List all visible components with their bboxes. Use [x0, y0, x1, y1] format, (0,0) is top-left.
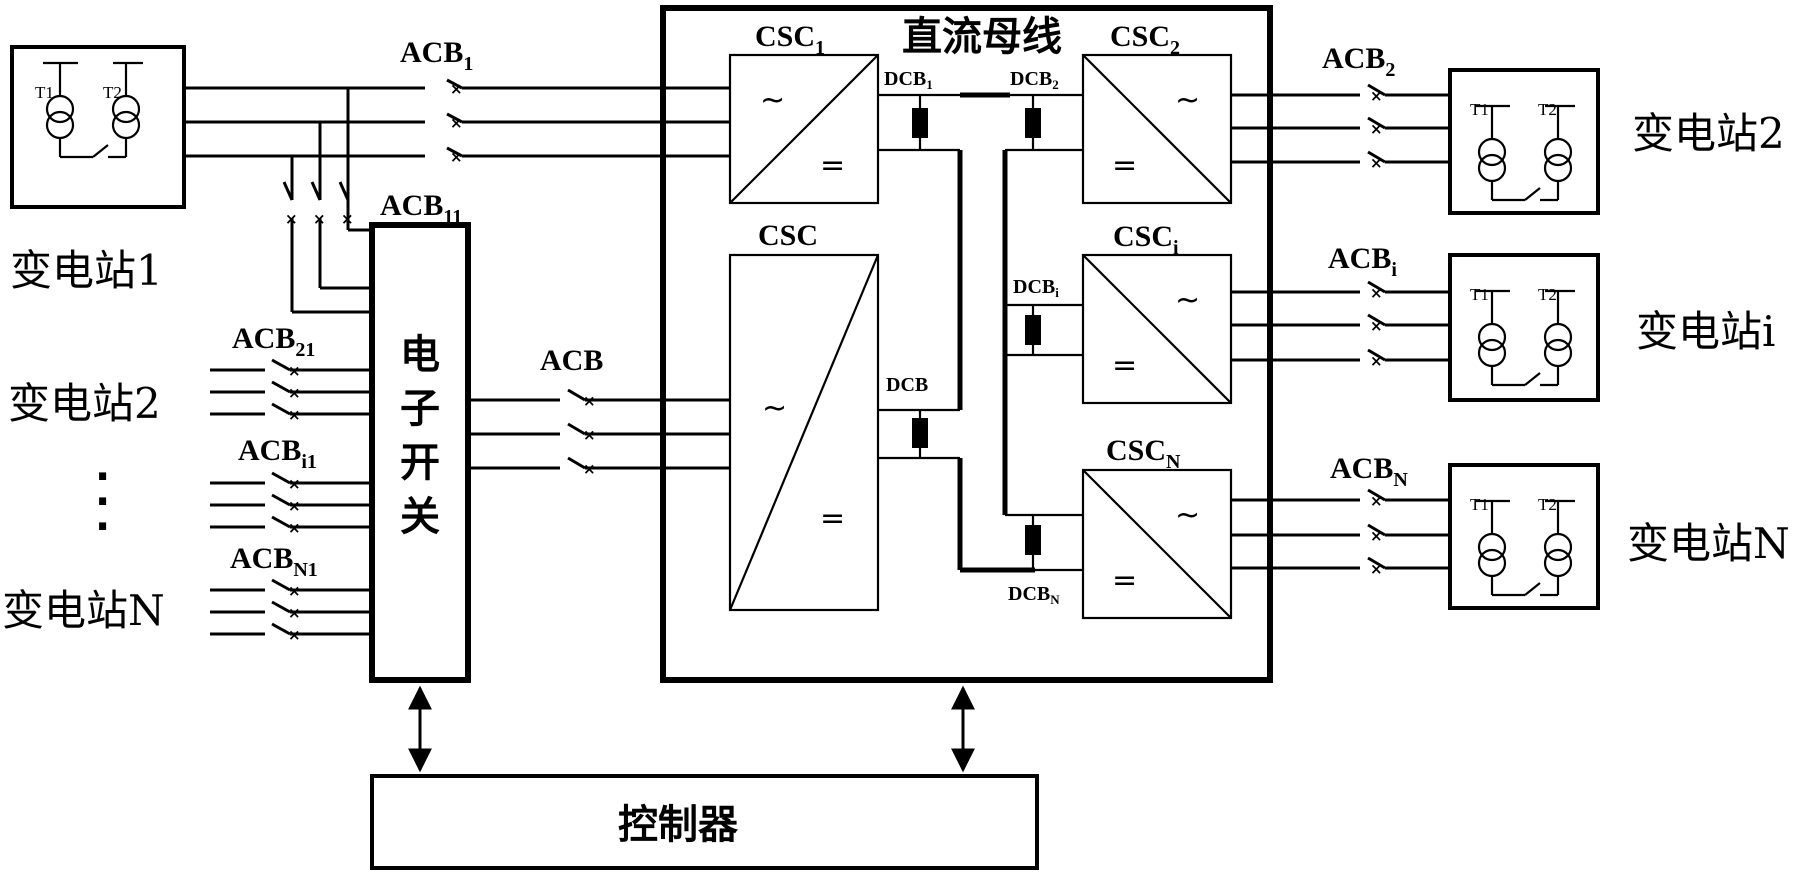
svg-text:×: ×: [450, 148, 463, 166]
acbn-label: ACBN: [1330, 452, 1408, 491]
svg-text:T1: T1: [1470, 495, 1489, 514]
svg-text:×: ×: [288, 362, 301, 380]
svg-text:=: =: [1112, 148, 1137, 183]
acbn1-lines: × × ×: [210, 580, 372, 644]
acb2-lines: × × ×: [1231, 85, 1450, 172]
svg-text:×: ×: [288, 406, 301, 424]
svg-text:=: =: [1112, 563, 1137, 598]
switch-char-3: 开: [400, 440, 440, 486]
acbi1-lines: × × ×: [210, 473, 372, 537]
dcbi-label: DCBi: [1013, 276, 1059, 300]
svg-text:=: =: [820, 501, 845, 536]
svg-text:~: ~: [1175, 498, 1200, 533]
svg-text:×: ×: [313, 210, 326, 228]
svg-text:T1: T1: [1470, 100, 1489, 119]
electronic-switch: 电 子 开 关: [372, 225, 468, 680]
cscn-label: CSCN: [1106, 434, 1181, 473]
acb-label: ACB: [540, 344, 603, 377]
svg-text:=: =: [1112, 348, 1137, 383]
substation-2-right-label: 变电站2: [1632, 109, 1785, 158]
substation-i-right-box: T1 T2: [1450, 255, 1598, 400]
svg-text:×: ×: [1370, 87, 1383, 105]
controller-label: 控制器: [618, 802, 739, 848]
svg-text:×: ×: [1370, 527, 1383, 545]
csc1-label: CSC1: [755, 20, 825, 59]
substation-2-left-label: 变电站2: [8, 379, 161, 428]
acb2-label: ACB2: [1322, 42, 1395, 81]
acb-lines: × × ×: [468, 390, 730, 478]
acb21-label: ACB21: [232, 322, 315, 361]
dc-bus-label: 直流母线: [902, 14, 1062, 60]
svg-text:×: ×: [1370, 352, 1383, 370]
svg-text:×: ×: [1370, 492, 1383, 510]
substation-n-right-box: T1 T2: [1450, 465, 1598, 608]
svg-text:×: ×: [583, 460, 596, 478]
t1-label: T1: [35, 83, 54, 102]
t2-label: T2: [103, 83, 122, 102]
svg-text:T1: T1: [1470, 285, 1489, 304]
acb1-lines: × × ×: [184, 80, 730, 166]
svg-text:~: ~: [762, 391, 787, 426]
svg-text:×: ×: [450, 80, 463, 98]
csc-block: ~ =: [730, 255, 878, 610]
svg-text:×: ×: [1370, 154, 1383, 172]
svg-text:×: ×: [288, 475, 301, 493]
switch-char-1: 电: [400, 332, 440, 378]
csc2-block: ~ =: [1083, 55, 1231, 203]
acb21-lines: × × ×: [210, 360, 372, 424]
acbi-label: ACBi: [1328, 242, 1397, 281]
svg-text:T2: T2: [1538, 285, 1557, 304]
svg-text:×: ×: [285, 210, 298, 228]
dcb2-label: DCB2: [1010, 68, 1059, 92]
substation-1-label: 变电站1: [10, 246, 163, 295]
acbn-lines: × × ×: [1231, 490, 1450, 578]
csc2-label: CSC2: [1110, 20, 1180, 59]
substation-2-right-box: T1 T2: [1450, 70, 1598, 213]
svg-text:×: ×: [288, 384, 301, 402]
substation-1-box: T1 T2: [12, 47, 184, 207]
svg-text:×: ×: [1370, 120, 1383, 138]
svg-text:×: ×: [288, 519, 301, 537]
cscn-block: ~ =: [1083, 470, 1231, 618]
svg-text:T2: T2: [1538, 495, 1557, 514]
svg-text:~: ~: [760, 83, 785, 118]
svg-text:×: ×: [1370, 560, 1383, 578]
acbi-lines: × × ×: [1231, 282, 1450, 370]
svg-text:×: ×: [288, 604, 301, 622]
svg-text:=: =: [820, 148, 845, 183]
acbi1-label: ACBi1: [238, 434, 317, 473]
substation-i-right-label: 变电站i: [1636, 307, 1775, 356]
svg-text:T2: T2: [1538, 100, 1557, 119]
dcb-label: DCB: [886, 374, 928, 396]
svg-text:×: ×: [1370, 284, 1383, 302]
dc-bus-wiring: [878, 95, 1083, 570]
csci-label: CSCi: [1113, 220, 1179, 259]
csci-block: ~ =: [1083, 255, 1231, 403]
svg-text:~: ~: [1175, 83, 1200, 118]
svg-text:×: ×: [288, 497, 301, 515]
acbn1-label: ACBN1: [230, 542, 318, 581]
svg-text:×: ×: [450, 114, 463, 132]
acb1-label: ACB1: [400, 36, 473, 75]
ellipsis-dot-3: ·: [95, 504, 110, 550]
svg-text:×: ×: [288, 626, 301, 644]
csc1-block: ~ =: [730, 55, 878, 203]
svg-text:×: ×: [583, 392, 596, 410]
switch-char-4: 关: [400, 494, 440, 540]
svg-text:~: ~: [1175, 283, 1200, 318]
substation-n-right-label: 变电站N: [1627, 519, 1790, 568]
dcb1-label: DCB1: [884, 68, 933, 92]
svg-text:×: ×: [583, 426, 596, 444]
switch-char-2: 子: [400, 386, 440, 432]
svg-text:×: ×: [341, 210, 354, 228]
svg-text:×: ×: [288, 582, 301, 600]
svg-text:×: ×: [1370, 317, 1383, 335]
substation-n-left-label: 变电站N: [2, 586, 165, 635]
dcbn-label: DCBN: [1008, 583, 1060, 607]
csc-label: CSC: [758, 219, 818, 252]
